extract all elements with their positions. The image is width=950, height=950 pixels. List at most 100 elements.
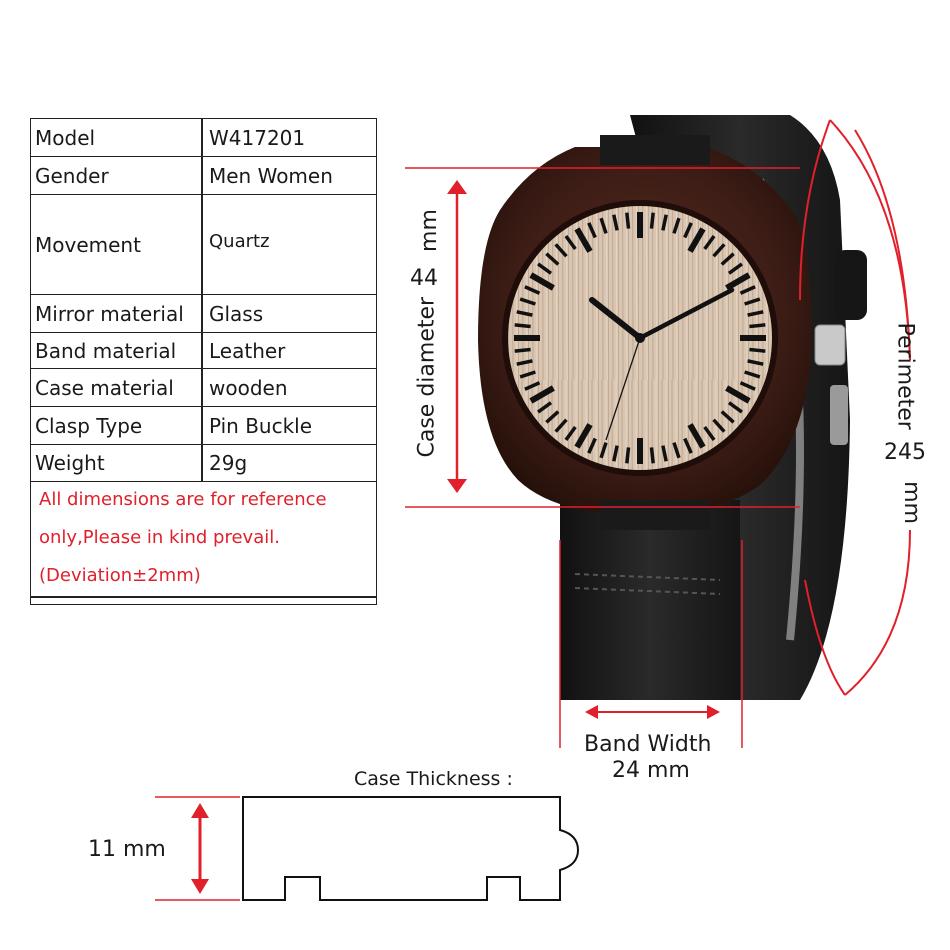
band-width-label: Band Width: [584, 732, 712, 757]
hour-marker: [587, 437, 597, 454]
bottom-strap-loop: [600, 500, 710, 530]
hour-marker: [625, 212, 631, 229]
watch-hands: [589, 287, 735, 441]
hour-marker: [672, 442, 681, 459]
hour-marker: [725, 385, 751, 404]
strap-front: [560, 500, 740, 700]
hour-marker: [672, 217, 681, 234]
dimension-lines: [155, 119, 911, 901]
hour-marker: [537, 262, 553, 275]
hour-marker: [514, 323, 531, 329]
hour-marker: [625, 447, 631, 464]
hour-marker: [720, 252, 735, 266]
hour-marker: [554, 243, 568, 258]
hour-marker: [564, 425, 577, 441]
hour-marker: [687, 423, 706, 449]
note-line-3: (Deviation±2mm): [39, 565, 201, 586]
hour-marker: [712, 243, 726, 258]
hour-marker: [727, 262, 743, 275]
table-row: Mirror material Glass: [31, 295, 376, 333]
hour-marker: [599, 217, 608, 234]
table-bottom-rule: [31, 596, 376, 598]
case-diameter-unit: mm: [416, 209, 442, 252]
hour-marker: [703, 425, 716, 441]
hour-marker: [545, 410, 560, 424]
table-row: Clasp Type Pin Buckle: [31, 407, 376, 445]
case-thickness-profile: [242, 796, 580, 901]
spec-value-gender: Men Women: [209, 163, 333, 188]
hour-marker: [739, 285, 756, 295]
spec-label-mirror-material: Mirror material: [35, 301, 184, 326]
hour-marker: [747, 310, 764, 317]
spec-label-movement: Movement: [35, 232, 141, 257]
hour-marker: [524, 285, 541, 295]
hour-marker: [537, 401, 553, 414]
table-row: Gender Men Women: [31, 157, 376, 195]
hour-marker: [747, 359, 764, 366]
spec-label-weight: Weight: [35, 451, 105, 475]
hour-marker: [564, 235, 577, 251]
hour-marker: [749, 347, 766, 353]
table-column-divider: [201, 119, 203, 482]
spec-label-model: Model: [35, 125, 96, 150]
spec-value-model: W417201: [209, 125, 306, 150]
hour-marker: [649, 212, 655, 229]
hour-marker: [599, 442, 608, 459]
case-diameter-label: Case diameter: [414, 296, 440, 458]
hour-marker: [587, 222, 597, 239]
spec-table: Model W417201 Gender Men Women Movement …: [30, 118, 377, 605]
hour-marker: [703, 235, 716, 251]
table-row: Model W417201: [31, 119, 376, 157]
hour-marker: [649, 447, 655, 464]
perimeter-unit: mm: [898, 481, 924, 524]
hour-marker: [683, 222, 693, 239]
top-strap-loop: [600, 135, 710, 165]
perimeter-label: Perimeter: [892, 322, 918, 430]
hour-marker: [739, 381, 756, 391]
spec-label-band-material: Band material: [35, 338, 177, 363]
hour-marker: [612, 214, 619, 231]
hour-marker: [516, 359, 533, 366]
hour-marker: [720, 410, 735, 424]
hour-marker: [574, 423, 593, 449]
hour-marker: [727, 401, 743, 414]
hour-marker: [687, 227, 706, 253]
crown: [814, 324, 846, 366]
hour-marker: [725, 272, 751, 291]
hour-marker: [519, 370, 536, 379]
hour-marker: [744, 370, 761, 379]
hour-marker: [574, 227, 593, 253]
spec-value-clasp-type: Pin Buckle: [209, 413, 313, 438]
spec-value-weight: 29g: [209, 451, 248, 475]
table-row: Movement Quartz: [31, 195, 376, 295]
spec-value-movement: Quartz: [209, 231, 270, 252]
spec-label-gender: Gender: [35, 163, 109, 188]
spec-label-clasp-type: Clasp Type: [35, 413, 143, 438]
hour-marker: [529, 385, 555, 404]
hour-marker: [554, 418, 568, 433]
spec-value-mirror-material: Glass: [209, 301, 264, 326]
table-row: Case material wooden: [31, 369, 376, 407]
hour-marker: [514, 347, 531, 353]
hour-marker: [516, 310, 533, 317]
hour-marker: [519, 297, 536, 306]
table-row: Band material Leather: [31, 333, 376, 369]
hour-marker: [712, 418, 726, 433]
spec-value-case-material: wooden: [209, 375, 288, 400]
spec-value-band-material: Leather: [209, 338, 286, 363]
note-line-1: All dimensions are for reference: [39, 489, 327, 510]
hour-marker: [749, 323, 766, 329]
spec-label-case-material: Case material: [35, 375, 174, 400]
hour-markers: [514, 212, 766, 464]
band-width-value: 24 mm: [612, 758, 690, 783]
hour-marker: [661, 214, 668, 231]
hour-marker: [545, 252, 560, 266]
note-line-2: only,Please in kind prevail.: [39, 527, 280, 548]
hour-marker: [612, 445, 619, 462]
table-row: Weight 29g: [31, 445, 376, 482]
hour-marker: [529, 272, 555, 291]
hour-marker: [683, 437, 693, 454]
perimeter-value: 245: [884, 440, 926, 465]
hour-marker: [524, 381, 541, 391]
